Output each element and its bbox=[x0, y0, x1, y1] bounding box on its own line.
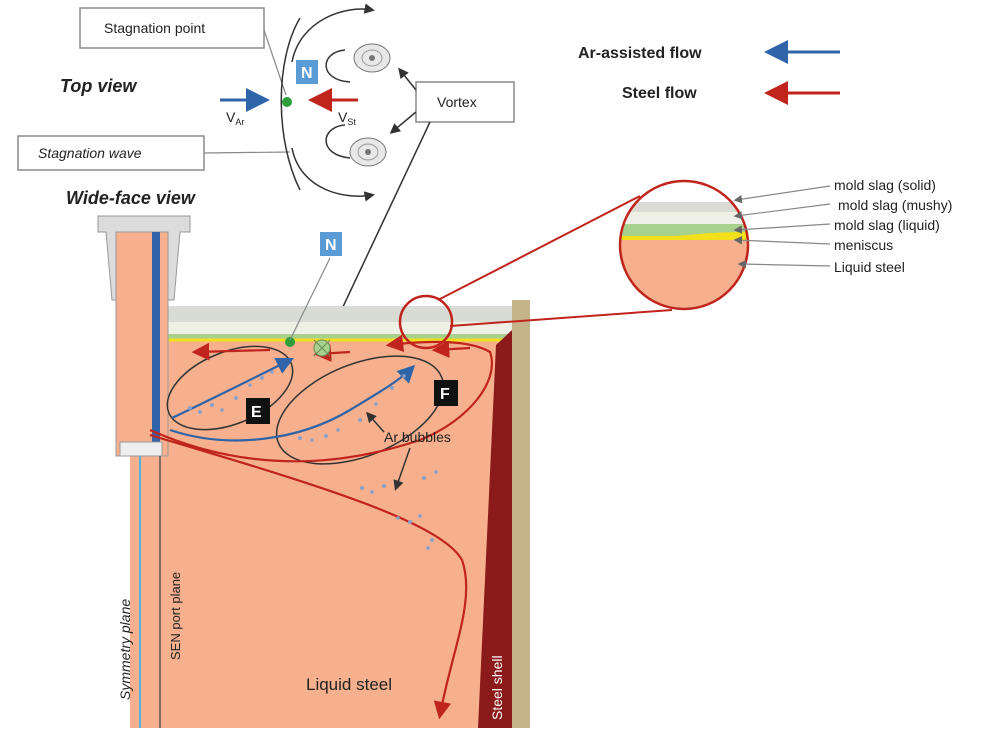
top-view: Top view Stagnation point Stagnation wav… bbox=[17, 3, 515, 346]
steel-shell-label: Steel shell bbox=[489, 655, 505, 720]
zoom-layer-liquid-steel: Liquid steel bbox=[834, 259, 905, 275]
streamline-top-inner bbox=[325, 49, 351, 83]
ar-flow-upper bbox=[171, 358, 294, 419]
ar-bubbles-cloud bbox=[188, 370, 438, 550]
stagnation-wave-box bbox=[17, 135, 205, 171]
vortex-lower-icon bbox=[349, 137, 387, 167]
zoom-circle bbox=[618, 179, 750, 311]
stagnation-point-box bbox=[79, 7, 265, 49]
zone-f-marker bbox=[434, 380, 458, 406]
vortex-label: Vortex bbox=[437, 94, 477, 110]
stagnation-point-dot bbox=[282, 97, 292, 107]
surface-vortex-icon bbox=[313, 339, 331, 357]
stagnation-point-dot-wide bbox=[285, 337, 295, 347]
steel-flow-surface-right bbox=[431, 340, 471, 359]
slag-liquid-layer bbox=[168, 334, 512, 340]
streamline-bottom-inner bbox=[325, 124, 351, 159]
zoom-source-circle bbox=[398, 294, 454, 350]
zoom-connector-upper bbox=[437, 195, 641, 301]
steel-shell bbox=[478, 330, 512, 728]
zone-f-label: F bbox=[440, 386, 450, 403]
zoom-layer-slag-liquid: mold slag (liquid) bbox=[834, 217, 940, 233]
zoom-layer-slag-solid: mold slag (solid) bbox=[834, 177, 936, 193]
zoom-layer-meniscus: meniscus bbox=[834, 237, 893, 253]
steel-flow-to-wall bbox=[149, 433, 468, 720]
vortex-upper-icon bbox=[353, 43, 391, 73]
n-marker-top bbox=[296, 60, 318, 84]
mold-wall bbox=[512, 300, 530, 728]
stagnation-wave-label: Stagnation wave bbox=[38, 145, 142, 161]
vortex-leader-lower bbox=[389, 111, 417, 134]
sen-nozzle bbox=[97, 215, 191, 457]
n-marker-top-label: N bbox=[301, 65, 313, 82]
n-marker-wide bbox=[320, 232, 342, 256]
zoom-layer-slag-mushy: mold slag (mushy) bbox=[838, 197, 952, 213]
streamline-upper bbox=[291, 3, 375, 63]
v-st-label: VSt bbox=[338, 109, 356, 127]
stagnation-point-label: Stagnation point bbox=[104, 20, 205, 36]
zoom-connector-lower bbox=[449, 309, 673, 327]
vortex-leader-upper bbox=[398, 67, 417, 91]
streamline-lower bbox=[291, 147, 375, 202]
sen-port-plane-label: SEN port plane bbox=[168, 572, 183, 660]
symmetry-plane-label: Symmetry plane bbox=[117, 599, 133, 700]
steel-flow-upper-loop bbox=[149, 334, 493, 463]
v-ar-label: VAr bbox=[226, 109, 244, 127]
ar-flow-middle bbox=[169, 364, 416, 442]
ar-bubbles-leader-upper bbox=[366, 411, 385, 433]
legend-steel-label: Steel flow bbox=[622, 85, 697, 102]
liquid-steel-label: Liquid steel bbox=[306, 675, 392, 694]
stagnation-wave-leader bbox=[203, 151, 291, 154]
ar-bubbles-leader-lower bbox=[393, 447, 411, 491]
wide-face-view-title: Wide-face view bbox=[66, 188, 196, 208]
legend: Ar-assisted flow Steel flow bbox=[578, 40, 840, 105]
slag-solid-layer bbox=[168, 306, 512, 322]
slag-mushy-layer bbox=[168, 322, 512, 334]
stagnation-point-leader bbox=[263, 29, 287, 96]
ar-bubbles-label: Ar bubbles bbox=[384, 429, 451, 445]
n-marker-wide-label: N bbox=[325, 237, 337, 254]
zone-e-label: E bbox=[251, 404, 262, 421]
wide-face-view: Wide-face view Symmetry plane SEN port p… bbox=[66, 188, 673, 728]
vortex-box bbox=[415, 81, 515, 123]
steel-flow-surface-left bbox=[191, 342, 271, 361]
n-marker-wide-leader bbox=[289, 257, 331, 341]
stagnation-wave-curve bbox=[280, 17, 301, 191]
zoom-leaders bbox=[733, 185, 831, 269]
zone-e-marker bbox=[246, 398, 270, 424]
zoom-inset: mold slag (solid) mold slag (mushy) mold… bbox=[618, 177, 952, 311]
legend-ar-label: Ar-assisted flow bbox=[578, 45, 702, 62]
top-view-title: Top view bbox=[60, 76, 137, 96]
